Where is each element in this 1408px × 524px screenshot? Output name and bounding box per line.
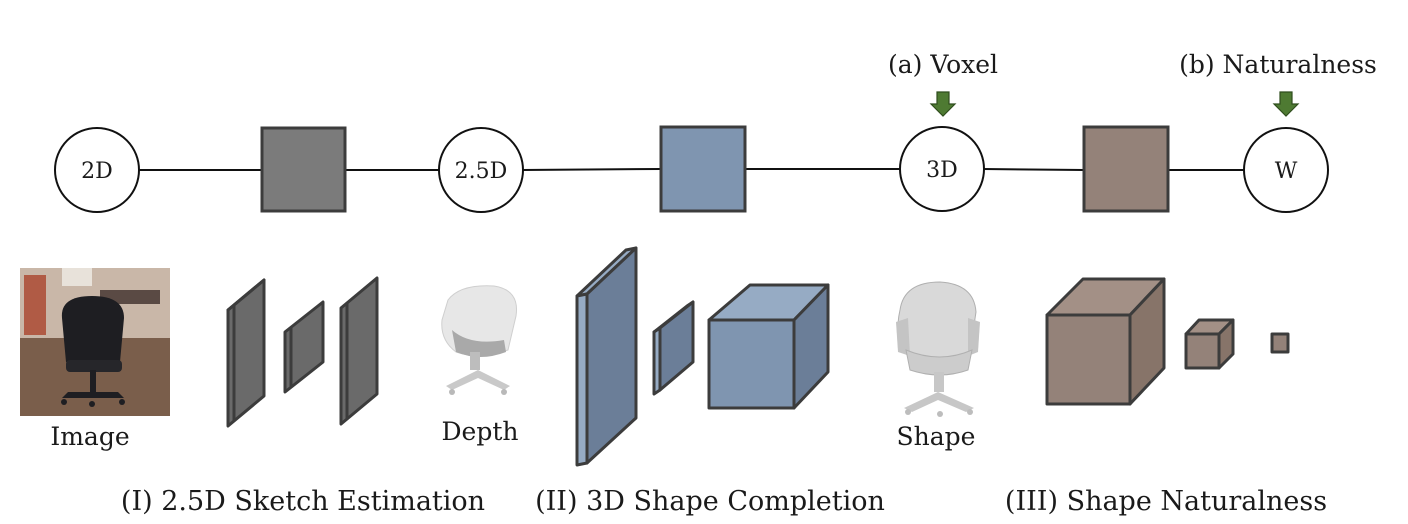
naturalness-network	[1045, 277, 1290, 406]
sketch-block	[260, 126, 347, 213]
sketch-layer-3	[339, 276, 379, 426]
stage-label-completion: (II) 3D Shape Completion	[535, 486, 885, 517]
naturalness-arrow-icon	[1272, 91, 1300, 117]
naturalness-cube-large	[1045, 277, 1166, 406]
node-2d: 2D	[54, 127, 140, 213]
pipeline-connectors	[139, 168, 1245, 171]
completion-block	[659, 125, 747, 213]
input-image	[20, 268, 170, 416]
node-25d-label: 2.5D	[455, 159, 508, 184]
image-caption: Image	[50, 422, 129, 451]
voxel-loss-label: (a) Voxel	[888, 50, 998, 79]
completion-cube	[707, 283, 830, 410]
naturalness-output-unit	[1270, 332, 1290, 354]
node-3d-label: 3D	[926, 158, 958, 183]
node-2d-label: 2D	[81, 159, 113, 184]
stage-label-sketch: (I) 2.5D Sketch Estimation	[121, 486, 485, 517]
depth-caption: Depth	[442, 417, 519, 446]
connector-3d-to-naturalness	[982, 168, 1085, 171]
naturalness-block	[1082, 125, 1170, 213]
completion-layer-2	[652, 300, 695, 396]
shape-caption: Shape	[897, 422, 976, 451]
node-25d: 2.5D	[438, 127, 524, 213]
voxel-arrow-icon	[929, 91, 957, 117]
naturalness-cube-small	[1184, 318, 1235, 370]
stage-label-naturalness: (III) Shape Naturalness	[1005, 486, 1327, 517]
naturalness-loss-label: (b) Naturalness	[1179, 50, 1377, 79]
connector-25d-to-completion	[521, 168, 662, 171]
sketch-layer-2	[283, 300, 325, 394]
shape-illustration	[896, 281, 980, 417]
sketch-network	[226, 276, 379, 428]
depth-illustration	[441, 285, 518, 395]
node-w: W	[1243, 127, 1329, 213]
completion-layer-1	[575, 246, 638, 467]
node-3d: 3D	[899, 126, 985, 212]
node-w-label: W	[1275, 159, 1298, 184]
completion-network	[575, 246, 830, 467]
sketch-layer-1	[226, 278, 266, 428]
